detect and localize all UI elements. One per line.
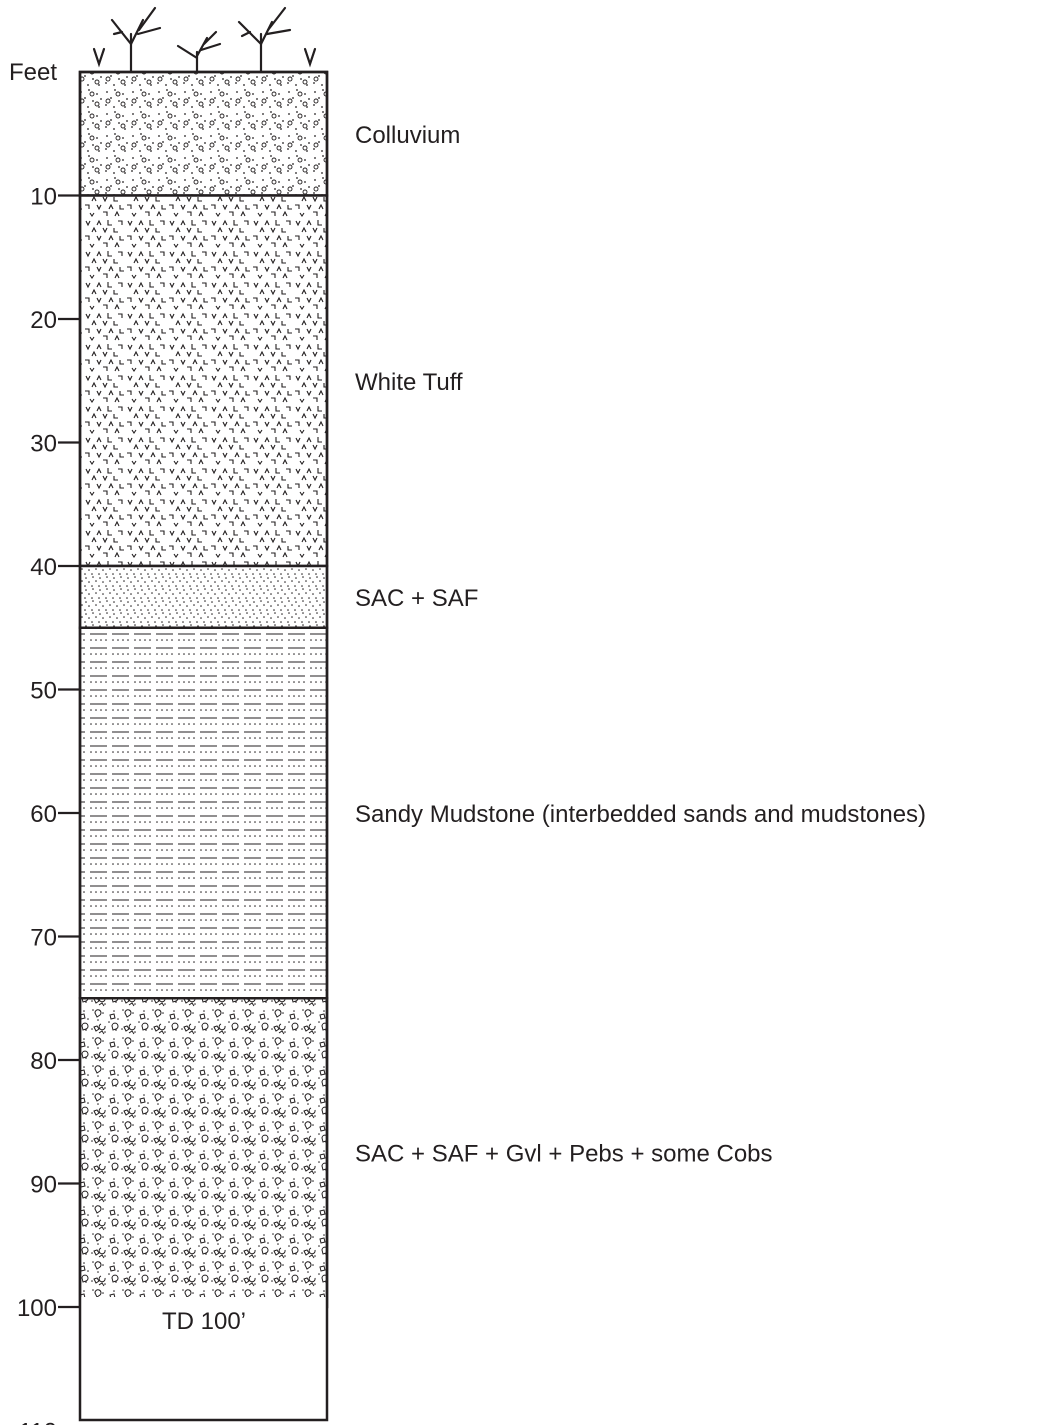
layer-label-tuff: White Tuff: [355, 369, 463, 396]
depth-tick-label: 50: [30, 678, 57, 705]
log-column-outline: [78, 70, 329, 1422]
layer-label-mudstone: Sandy Mudstone (interbedded sands and mu…: [355, 801, 926, 828]
below-td-section: [80, 1297, 327, 1420]
layer-colluvium: [78, 70, 329, 197]
depth-tick-label: 80: [30, 1048, 57, 1075]
depth-tick-label: 110: [19, 1419, 57, 1425]
depth-tick-label: 10: [30, 184, 57, 211]
layer-gravel: [78, 997, 329, 1309]
depth-tick-label: 70: [30, 925, 57, 952]
layer-sand: [78, 564, 329, 629]
depth-tick-label: 90: [30, 1172, 57, 1199]
total-depth-label: TD 100’: [162, 1308, 246, 1335]
layer-mudstone: [78, 626, 329, 1000]
layer-label-sand: SAC + SAF: [355, 585, 478, 612]
depth-tick-label: 40: [30, 554, 57, 581]
depth-tick-label: 60: [30, 801, 57, 828]
depth-unit-label: Feet: [9, 59, 57, 86]
layer-tuff: [78, 194, 329, 568]
depth-tick-label: 100: [17, 1295, 57, 1322]
depth-tick-label: 30: [30, 431, 57, 458]
layer-label-gravel: SAC + SAF + Gvl + Pebs + some Cobs: [355, 1141, 773, 1168]
depth-tick-label: 20: [30, 307, 57, 334]
layer-label-colluvium: Colluvium: [355, 122, 460, 149]
vegetation-icon: [92, 6, 317, 74]
